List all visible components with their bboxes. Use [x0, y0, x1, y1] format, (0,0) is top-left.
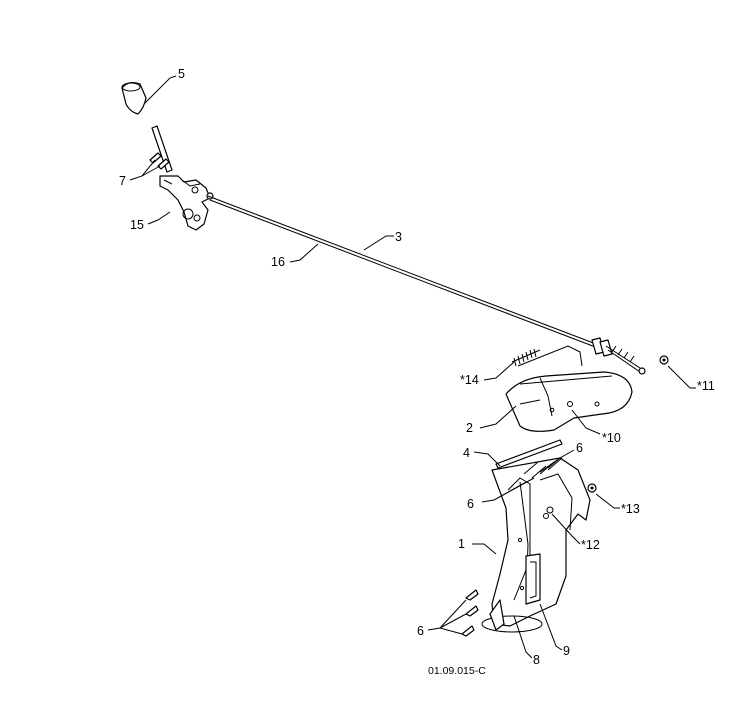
- leader-5: [143, 75, 177, 105]
- screws-6-top: [523, 457, 563, 479]
- leader-6-bottom: [427, 599, 467, 635]
- callout-1: 1: [458, 537, 465, 551]
- drawing-number: 01.09.015-C: [428, 665, 486, 677]
- callout-12: *12: [581, 538, 600, 552]
- leader-6-mid: [481, 477, 535, 503]
- deflector-part: [505, 345, 633, 432]
- plate-4: [495, 439, 563, 469]
- callout-13: *13: [621, 502, 640, 516]
- callout-6-top: 6: [576, 441, 583, 455]
- leader-7: [129, 159, 161, 181]
- callout-15: 15: [130, 218, 144, 232]
- nut-13: [587, 483, 597, 493]
- callout-5: 5: [178, 67, 185, 81]
- callout-4: 4: [463, 446, 470, 460]
- leader-11: [667, 365, 696, 389]
- callout-10: *10: [602, 431, 621, 445]
- leader-15: [147, 211, 171, 225]
- leader-8: [513, 615, 533, 659]
- callout-3: 3: [395, 230, 402, 244]
- callout-7: 7: [119, 174, 126, 188]
- leader-13: [595, 493, 620, 509]
- control-cable-part: [207, 195, 646, 375]
- knob-part: [121, 82, 147, 115]
- callout-2: 2: [466, 421, 473, 435]
- callout-11: *11: [697, 379, 715, 393]
- leader-4: [473, 451, 501, 467]
- callout-8: 8: [533, 653, 540, 667]
- callout-6-mid: 6: [467, 497, 474, 511]
- leader-1: [472, 543, 497, 555]
- spring-14: [511, 348, 541, 367]
- leader-14: [483, 361, 515, 381]
- leader-9: [539, 603, 563, 651]
- leader-10: [571, 409, 601, 435]
- leader-6-top: [539, 449, 575, 473]
- callout-6-bottom: 6: [417, 624, 424, 638]
- leader-3: [363, 235, 394, 251]
- callout-9: 9: [563, 644, 570, 658]
- leader-16: [289, 243, 319, 263]
- chute-part: [481, 457, 591, 633]
- leader-12: [551, 513, 581, 545]
- callout-16: 16: [271, 255, 285, 269]
- screws-6-bottom: [461, 589, 479, 637]
- nut-11: [659, 355, 669, 365]
- control-bracket-part: [151, 125, 214, 231]
- callout-14: *14: [460, 373, 479, 387]
- screws-7: [149, 152, 170, 170]
- leader-2: [479, 405, 517, 429]
